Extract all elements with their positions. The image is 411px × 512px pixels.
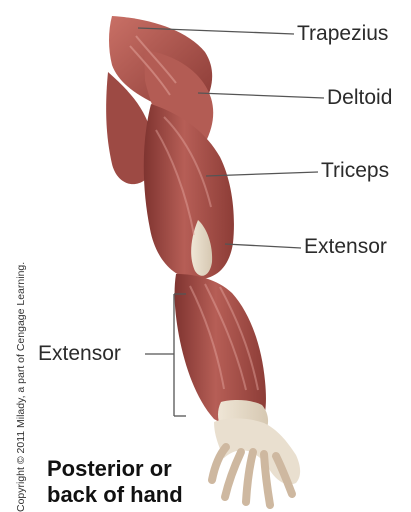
- caption-line-1: Posterior or: [47, 456, 183, 482]
- copyright-text: Copyright © 2011 Milady, a part of Cenga…: [15, 262, 27, 512]
- caption: Posterior or back of hand: [47, 456, 183, 508]
- forearm-extensor-label: Extensor: [38, 343, 121, 364]
- triceps-label: Triceps: [321, 160, 389, 181]
- trapezius-label: Trapezius: [297, 23, 388, 44]
- deltoid-label: Deltoid: [327, 87, 392, 108]
- finger-1: [225, 452, 241, 497]
- upper-extensor-label: Extensor: [304, 236, 387, 257]
- deltoid-leader-line: [198, 93, 324, 98]
- upper-extensor-leader-line: [225, 244, 301, 248]
- thumb: [212, 447, 226, 480]
- caption-line-2: back of hand: [47, 482, 183, 508]
- finger-2: [246, 452, 253, 502]
